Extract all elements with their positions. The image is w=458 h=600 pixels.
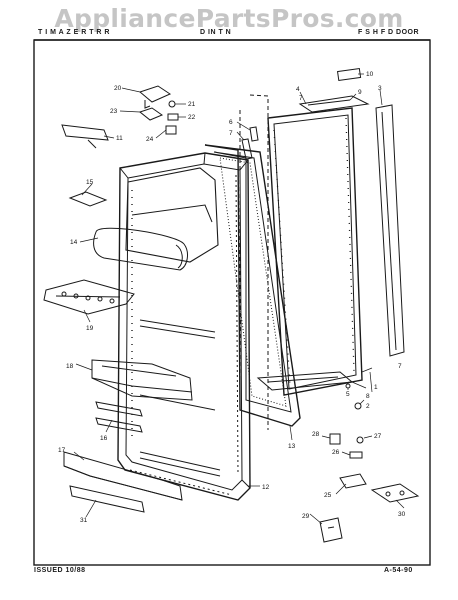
page-code: A-54-90 — [384, 567, 413, 574]
hinge-bushing-21 — [168, 100, 176, 108]
door-liner-12 — [117, 152, 251, 501]
callout-18: 18 — [66, 363, 74, 370]
callout-8: 8 — [366, 393, 370, 400]
callout-10: 10 — [366, 71, 374, 78]
header-section-title: D IN T N — [200, 29, 232, 36]
callout-21: 21 — [188, 101, 196, 108]
trim-strip-16-a — [95, 401, 143, 417]
callout-13: 13 — [288, 443, 296, 450]
outer-door-panel-1 — [267, 107, 363, 396]
dairy-bin-14 — [125, 167, 219, 263]
hinge-plate-23 — [138, 107, 164, 121]
side-trim-3 — [375, 104, 405, 357]
washer-22 — [167, 113, 179, 121]
callout-3: 3 — [378, 85, 382, 92]
hinge-block-29 — [319, 517, 343, 543]
egg-tray-19 — [43, 279, 135, 315]
callout-27: 27 — [374, 433, 382, 440]
dairy-door-cover — [93, 227, 188, 271]
door-shelf-18 — [91, 359, 193, 401]
top-hinge-20 — [138, 85, 172, 109]
bottom-hinge-30 — [370, 483, 420, 503]
bushing-27 — [356, 436, 364, 444]
callout-16: 16 — [100, 435, 108, 442]
watermark: AppliancePartsPros.com — [54, 4, 404, 33]
door-gasket-13 — [204, 144, 301, 427]
screw-5 — [345, 383, 351, 389]
header-model-title: T I M A Z E R T R R — [38, 29, 110, 36]
callout-28: 28 — [312, 431, 320, 438]
top-cap-4 — [298, 95, 370, 113]
callout-4: 4 — [296, 86, 300, 93]
callout-31: 31 — [80, 517, 88, 524]
issued-date: ISSUED 10/88 — [34, 567, 86, 574]
callout-30: 30 — [398, 511, 406, 518]
spacer-24 — [165, 125, 177, 135]
callout-22: 22 — [188, 114, 196, 121]
trim-strip-31 — [69, 485, 145, 513]
callout-7-right: 7 — [398, 363, 402, 370]
bottom-shelf-17 — [63, 451, 183, 501]
gasket-strip-7 — [241, 138, 253, 160]
callout-2: 2 — [366, 403, 370, 410]
callout-23: 23 — [110, 108, 118, 115]
callout-1: 1 — [374, 384, 378, 391]
screw-2 — [354, 402, 362, 410]
callout-14: 14 — [70, 239, 78, 246]
callout-5: 5 — [346, 391, 350, 398]
hinge-bracket-25 — [339, 473, 367, 489]
callout-11: 11 — [116, 135, 123, 142]
bracket-11 — [61, 124, 109, 149]
callout-7: 7 — [229, 130, 233, 137]
callout-25: 25 — [324, 492, 332, 499]
callout-24: 24 — [146, 136, 154, 143]
callout-17: 17 — [58, 447, 66, 454]
callout-9: 9 — [358, 89, 362, 96]
callout-20: 20 — [114, 85, 122, 92]
clip-15 — [68, 191, 108, 207]
callout-6: 6 — [229, 119, 233, 126]
hinge-pin-28 — [329, 433, 341, 445]
callout-15: 15 — [86, 179, 94, 186]
callout-26: 26 — [332, 449, 340, 456]
callout-12: 12 — [262, 484, 270, 491]
callout-29: 29 — [302, 513, 310, 520]
header-door-title: F S H F D DOOR — [358, 29, 420, 36]
washer-26 — [349, 451, 363, 459]
callout-19: 19 — [86, 325, 94, 332]
nameplate-10 — [336, 67, 362, 82]
bottom-cap-8 — [256, 371, 354, 391]
gasket-strip-6 — [249, 126, 259, 142]
callout-7-top: 7 — [299, 95, 303, 102]
callout-labels: 1 2 3 4 5 6 7 7 7 8 9 10 11 12 13 14 15 … — [58, 71, 406, 524]
trim-strip-16-b — [95, 417, 143, 433]
